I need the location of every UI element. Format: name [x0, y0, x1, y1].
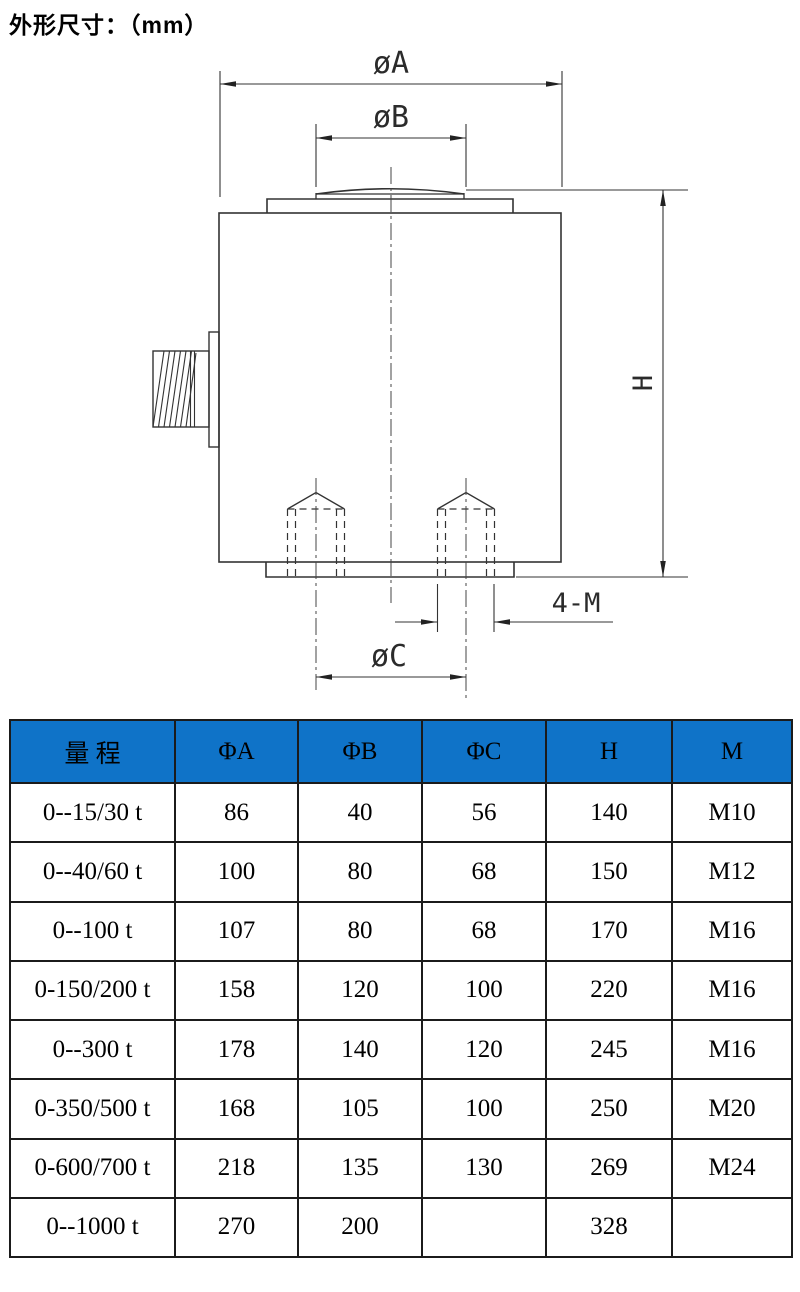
table-cell: 158	[174, 959, 299, 1022]
main-body	[218, 212, 562, 563]
table-cell: 100	[421, 959, 547, 1022]
table-cell: 40	[297, 781, 423, 844]
table-cell: 100	[421, 1078, 547, 1140]
table-cell	[421, 1196, 547, 1259]
table-cell: M12	[671, 841, 793, 903]
dim-label-phi-a: øA	[373, 46, 409, 81]
table-cell: 200	[297, 1196, 423, 1259]
table-cell: 68	[421, 900, 547, 962]
table-cell: 269	[545, 1137, 673, 1199]
table-cell: 0--1000 t	[9, 1196, 176, 1259]
table-cell: M16	[671, 1018, 793, 1081]
dim-phi-c: øC	[316, 639, 466, 680]
table-cell	[671, 1196, 793, 1259]
dim-label-h: H	[628, 375, 659, 391]
arrowhead	[316, 135, 332, 141]
table-cell: 56	[421, 781, 547, 844]
dim-label-4m: 4-M	[552, 588, 601, 619]
table-cell: 130	[421, 1137, 547, 1199]
arrowhead	[660, 190, 666, 206]
table-cell: 105	[297, 1078, 423, 1140]
table-cell: 80	[297, 900, 423, 962]
arrowhead	[494, 619, 510, 625]
table-cell: M10	[671, 781, 793, 844]
dim-bolt-4m: 4-M	[395, 584, 613, 632]
column-header-5: M	[671, 719, 793, 784]
table-cell: 107	[174, 900, 299, 962]
table-cell: M16	[671, 900, 793, 962]
column-header-2: ΦB	[297, 719, 423, 784]
table-cell: 170	[545, 900, 673, 962]
table-cell: 250	[545, 1078, 673, 1140]
table-cell: M24	[671, 1137, 793, 1199]
dim-label-phi-c: øC	[371, 639, 407, 674]
table-cell: 120	[297, 959, 423, 1022]
arrowhead	[450, 135, 466, 141]
table-cell: 0--300 t	[9, 1018, 176, 1081]
table-cell: 245	[545, 1018, 673, 1081]
table-cell: 270	[174, 1196, 299, 1259]
dim-phi-a: øA	[219, 46, 563, 197]
table-cell: 68	[421, 841, 547, 903]
table-cell: 220	[545, 959, 673, 1022]
column-header-1: ΦA	[174, 719, 299, 784]
table-cell: 0-350/500 t	[9, 1078, 176, 1140]
arrowhead	[316, 674, 332, 680]
table-cell: 100	[174, 841, 299, 903]
table-cell: 178	[174, 1018, 299, 1081]
page-title: 外形尺寸：（mm）	[9, 12, 209, 38]
table-cell: 0--15/30 t	[9, 781, 176, 844]
centerlines	[315, 167, 467, 700]
dim-height-h: H	[466, 189, 688, 578]
load-cell-body-outline	[152, 187, 562, 578]
table-cell: 0--100 t	[9, 900, 176, 962]
column-header-4: H	[545, 719, 673, 784]
arrowhead	[220, 81, 236, 87]
table-cell: 150	[545, 841, 673, 903]
dim-phi-b: øB	[315, 100, 467, 187]
table-cell: 0-600/700 t	[9, 1137, 176, 1199]
table-cell: 86	[174, 781, 299, 844]
table-cell: 328	[545, 1196, 673, 1259]
table-cell: M16	[671, 959, 793, 1022]
table-cell: 80	[297, 841, 423, 903]
bottom-flange	[265, 562, 515, 578]
arrowhead	[546, 81, 562, 87]
column-header-3: ΦC	[421, 719, 547, 784]
top-flange	[266, 198, 514, 213]
dome-cap	[315, 187, 465, 195]
table-cell: M20	[671, 1078, 793, 1140]
load-cell-dimension-drawing: øA øB H 4-M	[152, 46, 688, 700]
table-cell: 218	[174, 1137, 299, 1199]
arrowhead	[421, 619, 437, 625]
thread-hatch-lines	[152, 350, 197, 428]
arrowhead	[660, 561, 666, 577]
arrowhead	[450, 674, 466, 680]
table-cell: 0-150/200 t	[9, 959, 176, 1022]
connector-plate	[208, 331, 220, 448]
column-header-0: 量 程	[9, 719, 176, 784]
table-cell: 135	[297, 1137, 423, 1199]
table-cell: 168	[174, 1078, 299, 1140]
table-cell: 140	[297, 1018, 423, 1081]
table-cell: 120	[421, 1018, 547, 1081]
dim-label-phi-b: øB	[373, 100, 409, 135]
table-cell: 140	[545, 781, 673, 844]
table-cell: 0--40/60 t	[9, 841, 176, 903]
